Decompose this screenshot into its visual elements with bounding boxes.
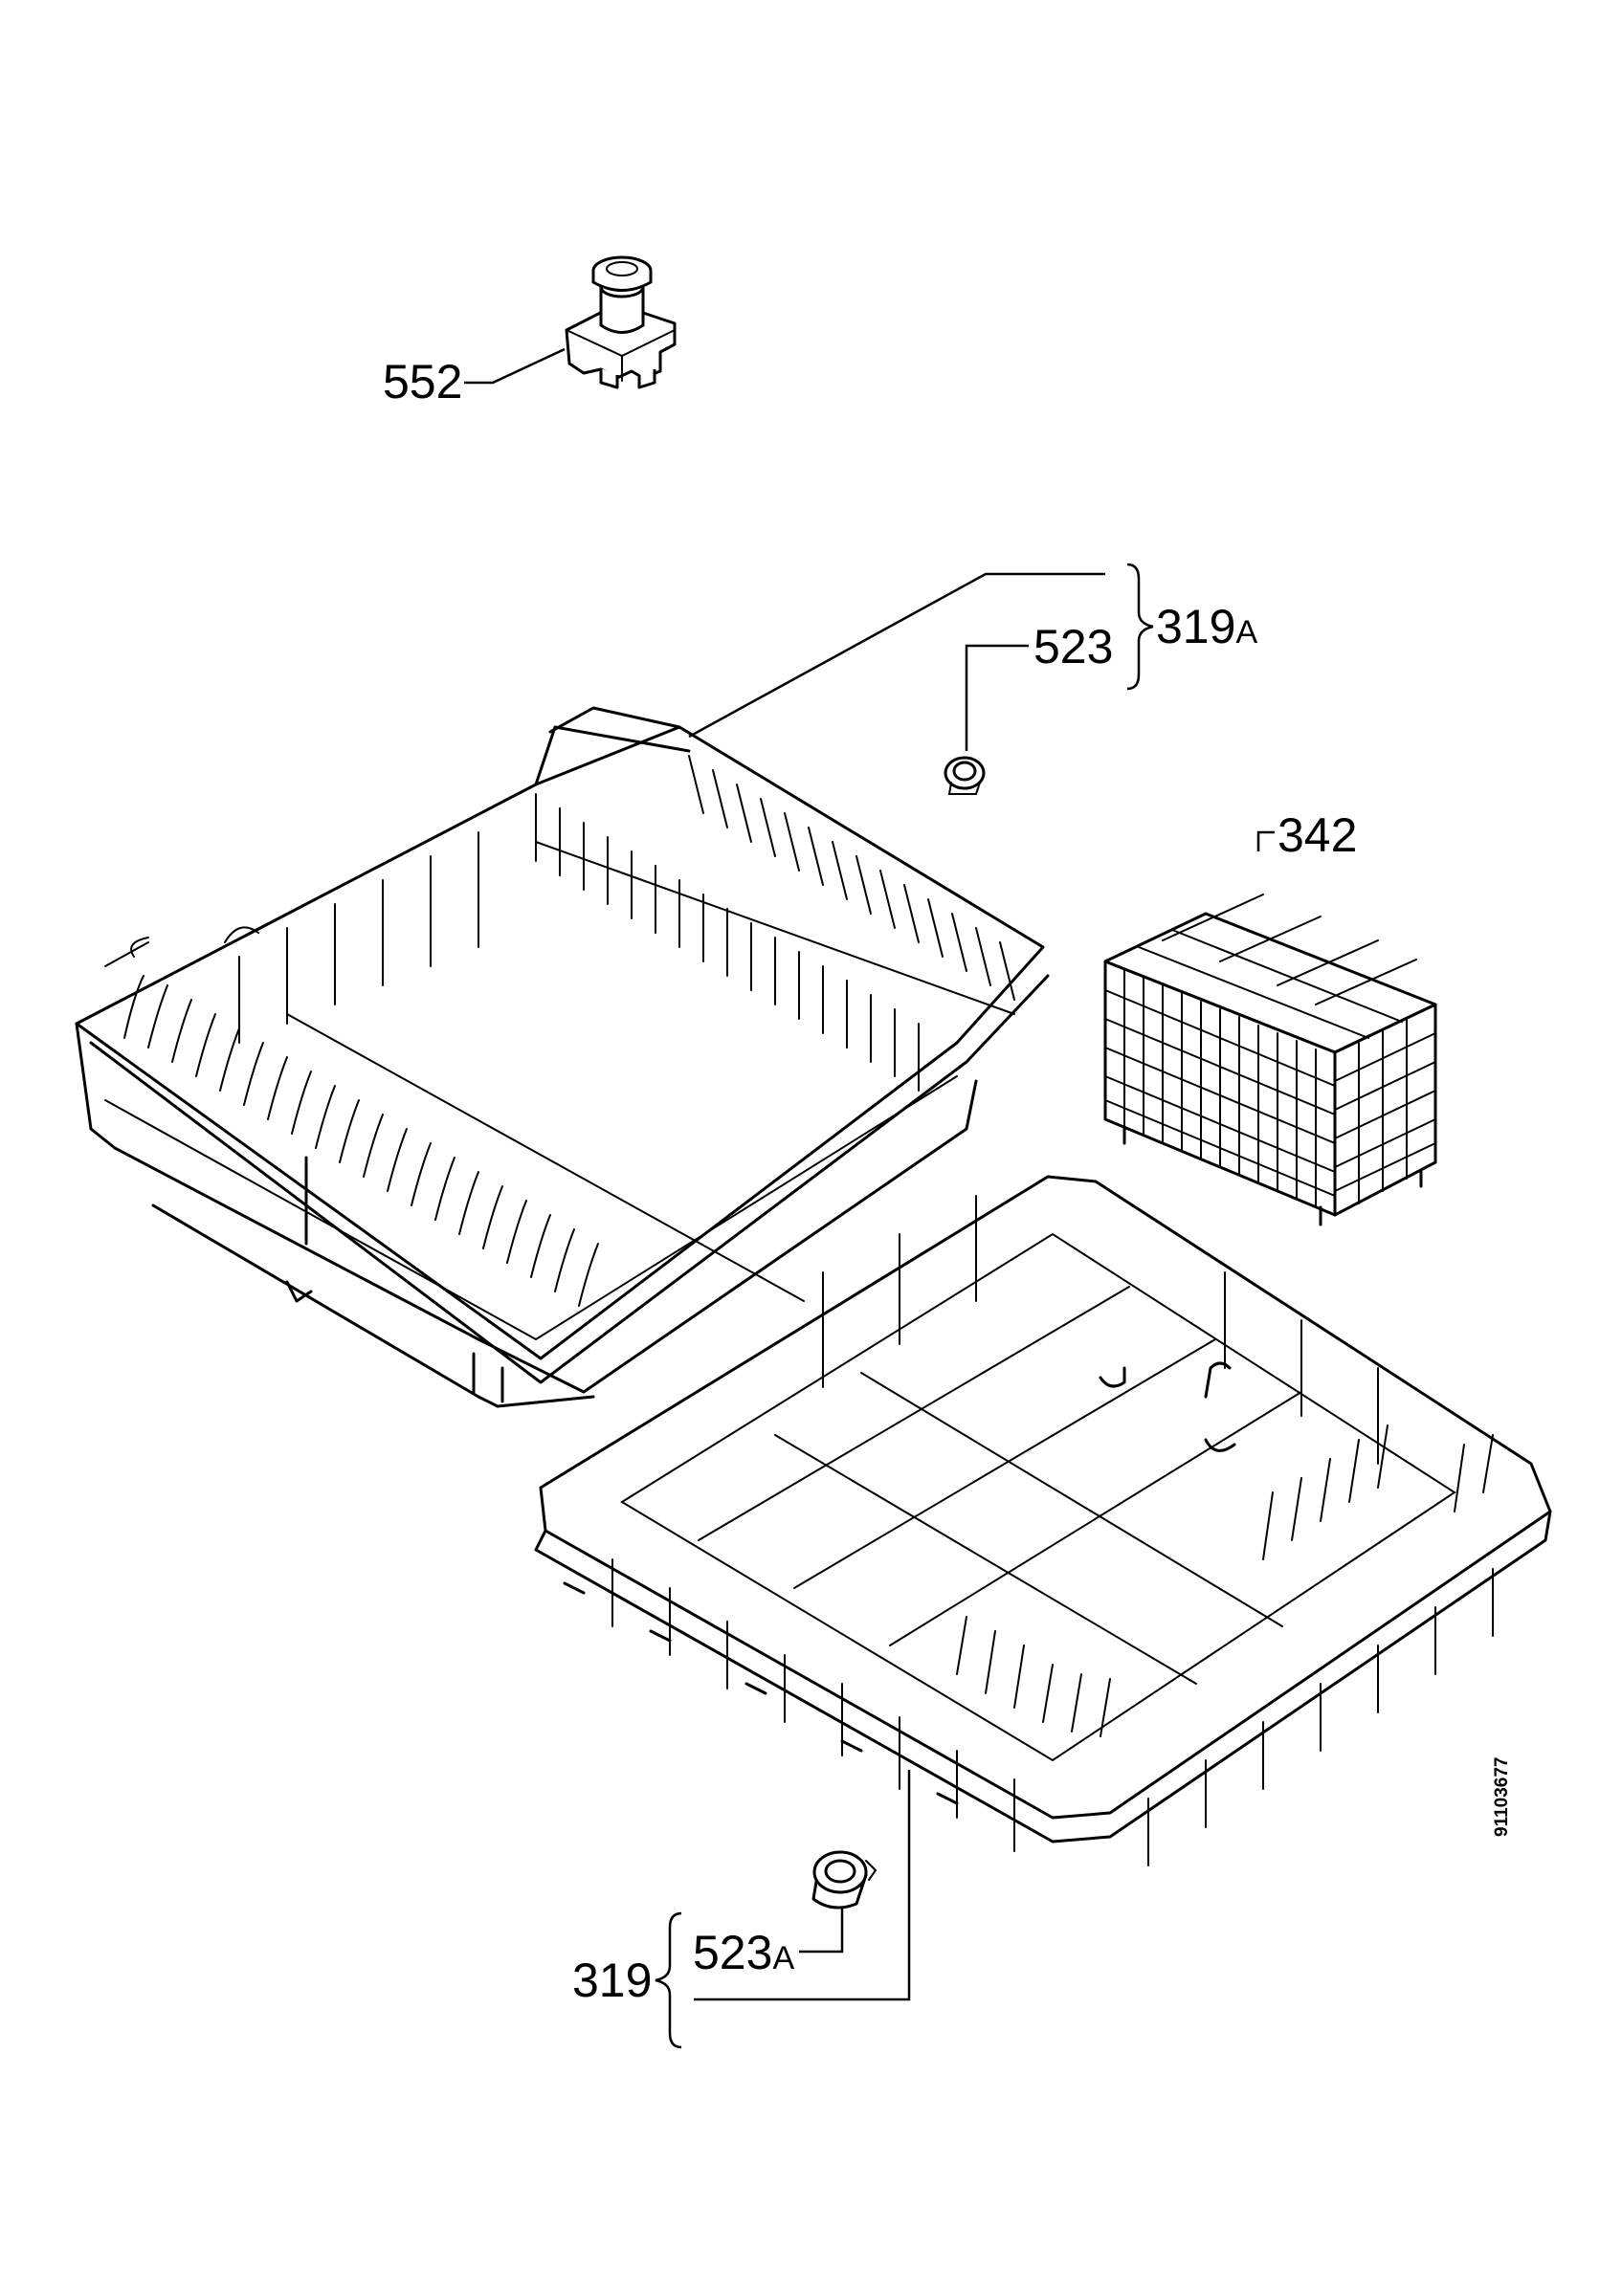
drawing-number: 91103677 xyxy=(1492,1757,1512,1838)
label-523A: 523 xyxy=(693,1926,772,1979)
label-319: 319 xyxy=(572,1954,652,2007)
upper-rack xyxy=(75,706,1050,1408)
lower-rack xyxy=(534,1175,1552,1866)
svg-text:319A: 319A xyxy=(1156,600,1257,653)
rack-clip-icon xyxy=(565,255,677,389)
label-319A-suffix: A xyxy=(1235,614,1257,651)
label-342: 342 xyxy=(1278,808,1357,862)
part-319-lower-rack-callout: 319 523A xyxy=(572,1770,911,2049)
part-552-rack-adjuster: 552 xyxy=(383,255,677,408)
label-319A: 319 xyxy=(1156,600,1235,653)
part-319A-upper-rack-callout: 319A 523 xyxy=(688,563,1257,795)
roller-wheel-icon xyxy=(811,1850,878,1910)
label-552: 552 xyxy=(383,355,462,408)
svg-text:523A: 523A xyxy=(693,1926,794,1979)
label-523: 523 xyxy=(1033,620,1113,673)
roller-wheel-icon xyxy=(944,756,986,795)
label-523A-suffix: A xyxy=(772,1940,794,1976)
part-342-cutlery-basket: 342 xyxy=(1103,808,1437,1226)
